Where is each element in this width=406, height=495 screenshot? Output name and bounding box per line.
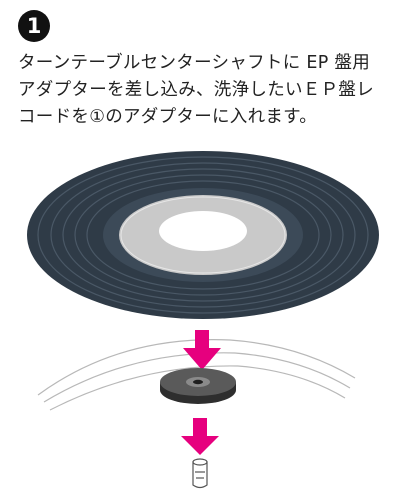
center-shaft xyxy=(192,458,208,489)
instruction-line: アダプターを差し込み、洗浄したいＥＰ盤レ xyxy=(18,80,374,100)
instruction-text: ターンテーブルセンターシャフトに EP 盤用 アダプターを差し込み、洗浄したいＥ… xyxy=(18,50,398,131)
ep-adapter xyxy=(160,368,236,404)
adapter-installation-illustration xyxy=(27,151,379,489)
step-number-badge: 1 xyxy=(18,10,50,42)
insert-arrow-icon xyxy=(183,330,221,370)
instruction-line: ターンテーブルセンターシャフトに EP 盤用 xyxy=(18,53,371,73)
instruction-line: コードを①のアダプターに入れます。 xyxy=(18,107,318,127)
ep-record xyxy=(27,151,379,319)
insert-arrow-icon xyxy=(181,418,219,455)
